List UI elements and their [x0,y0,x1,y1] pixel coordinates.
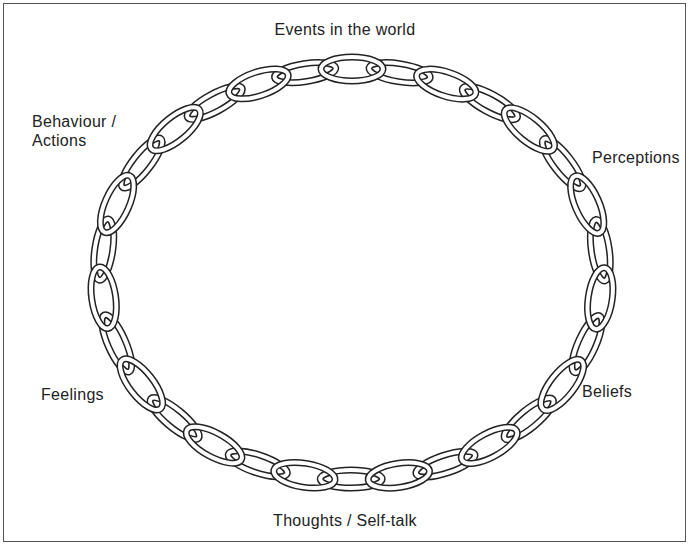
chain-link [458,80,521,125]
link-outline [116,133,168,193]
chain-link [116,133,168,193]
link-fill [366,459,431,492]
link-fill [144,100,207,158]
link-fill [94,171,141,237]
chain-link [564,171,611,237]
chain-link [456,420,522,471]
chain-link [413,63,479,105]
right-label: Beliefs [582,382,672,401]
link-outline [181,420,247,471]
link-outline [584,266,617,331]
link-outline [87,265,119,330]
link-outline [225,63,291,105]
chain-link [366,459,431,492]
link-outline [537,134,589,194]
chain-link [499,392,558,445]
link-outline [183,80,246,125]
link-fill [183,80,246,125]
chain-link [87,265,119,330]
chain-link [181,420,247,471]
chain-link [225,63,291,105]
link-outline [145,392,204,445]
link-fill [564,171,611,237]
chain-link [144,100,207,158]
right-label: Perceptions [592,148,684,167]
link-outline [113,353,170,417]
chain-link [537,134,589,194]
chain-link [272,459,337,492]
link-fill [584,266,617,331]
link-fill [499,392,558,445]
link-fill [113,353,170,417]
frame-border [4,4,686,542]
chain-link [113,353,170,417]
link-outline [94,171,141,237]
link-fill [413,63,479,105]
link-fill [145,392,204,445]
link-outline [144,100,207,158]
link-fill [321,57,383,81]
link-outline [498,101,561,159]
chain-link [183,80,246,125]
link-outline [321,57,383,81]
top-label: Events in the world [220,20,470,39]
link-outline [456,420,522,471]
link-outline [458,80,521,125]
link-fill [498,101,561,159]
chain-link [584,266,617,331]
link-fill [456,420,522,471]
link-outline [366,459,431,492]
link-fill [272,459,337,492]
left-label: Feelings [41,385,131,404]
chain-link [321,57,383,81]
link-fill [458,80,521,125]
link-outline [564,171,611,237]
bottom-label: Thoughts / Self-talk [200,511,490,530]
link-fill [181,420,247,471]
link-outline [413,63,479,105]
link-fill [225,63,291,105]
link-fill [87,265,119,330]
link-fill [116,133,168,193]
link-outline [499,392,558,445]
link-outline [272,459,337,492]
link-fill [537,134,589,194]
chain-link [498,101,561,159]
chain-link [94,171,141,237]
chain-link [145,392,204,445]
left-label: Behaviour / Actions [32,112,122,150]
